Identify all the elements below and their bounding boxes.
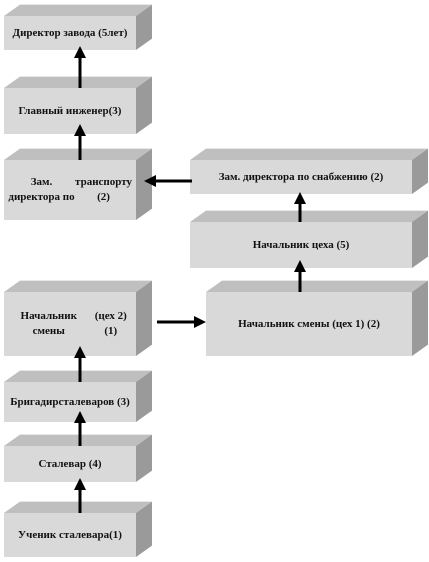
box-chief-engineer <box>4 76 152 134</box>
box-deputy-supply-label: Зам. директора по снабжению (2) <box>218 170 384 183</box>
box-foreman-side-face <box>136 370 152 422</box>
box-shift-head-2-side-face <box>136 280 152 356</box>
box-deputy-transport-side-face <box>136 148 152 220</box>
box-director <box>4 4 152 51</box>
box-shift-head-2-front-face <box>4 292 136 356</box>
box-shift-head-1-side-face <box>412 280 428 356</box>
box-shift-head-1-label: Начальник смены (цех 1) (2) <box>238 317 380 330</box>
box-foreman-top-face <box>4 370 152 382</box>
arrowhead-shift1-to-shophead <box>294 260 306 272</box>
box-chief-engineer-label: Главный инженер(3) <box>18 104 122 117</box>
box-shift-head-2 <box>4 280 152 356</box>
box-apprentice-front-face <box>4 513 136 557</box>
box-deputy-supply-side-face <box>412 148 428 194</box>
box-director-side-face <box>136 4 152 51</box>
box-steelmaker <box>4 434 152 482</box>
box-shop-head-front-face <box>190 222 412 268</box>
arrowhead-steelmaker-to-foreman <box>74 411 86 423</box>
arrowhead-shophead-to-supply <box>294 192 306 204</box>
box-deputy-supply-top-face <box>190 148 428 160</box>
box-chief-engineer-side-face <box>136 76 152 134</box>
box-shop-head-top-face <box>190 210 428 222</box>
box-shift-head-1-top-face <box>206 280 428 292</box>
box-apprentice <box>4 501 152 557</box>
box-steelmaker-side-face <box>136 434 152 482</box>
box-director-front-face <box>4 16 136 50</box>
box-shop-head-label: Начальник цеха (5) <box>252 238 350 251</box>
arrowhead-foreman-to-shift2 <box>74 346 86 358</box>
box-shift-head-1-front-face <box>206 292 412 356</box>
box-director-top-face <box>4 4 152 16</box>
box-apprentice-label: Ученик сталевара(1) <box>18 528 122 541</box>
arrowhead-transport-to-chief <box>74 124 86 136</box>
box-deputy-supply-front-face <box>190 160 412 194</box>
box-shift-head-2-label: Начальник смены(цех 2) (1) <box>20 310 127 337</box>
box-chief-engineer-top-face <box>4 76 152 88</box>
box-chief-engineer-front-face <box>4 88 136 134</box>
arrowhead-chief-to-director <box>74 46 86 58</box>
box-deputy-supply <box>190 148 428 194</box>
box-steelmaker-label: Сталевар (4) <box>38 457 102 470</box>
box-shop-head-side-face <box>412 210 428 268</box>
box-shift-head-2-top-face <box>4 280 152 292</box>
box-deputy-transport-top-face <box>4 148 152 160</box>
box-deputy-transport-front-face <box>4 160 136 220</box>
box-steelmaker-front-face <box>4 446 136 482</box>
box-shop-head <box>190 210 428 268</box>
box-foreman <box>4 370 152 422</box>
box-apprentice-side-face <box>136 501 152 557</box>
box-steelmaker-top-face <box>4 434 152 446</box>
arrowhead-shift2-to-shift1 <box>194 316 206 328</box>
box-deputy-transport <box>4 148 152 220</box>
arrowhead-supply-to-transport <box>144 175 156 187</box>
box-apprentice-top-face <box>4 501 152 513</box>
arrowhead-apprentice-to-steelmaker <box>74 478 86 490</box>
box-shift-head-1 <box>206 280 428 356</box>
box-foreman-front-face <box>4 382 136 422</box>
